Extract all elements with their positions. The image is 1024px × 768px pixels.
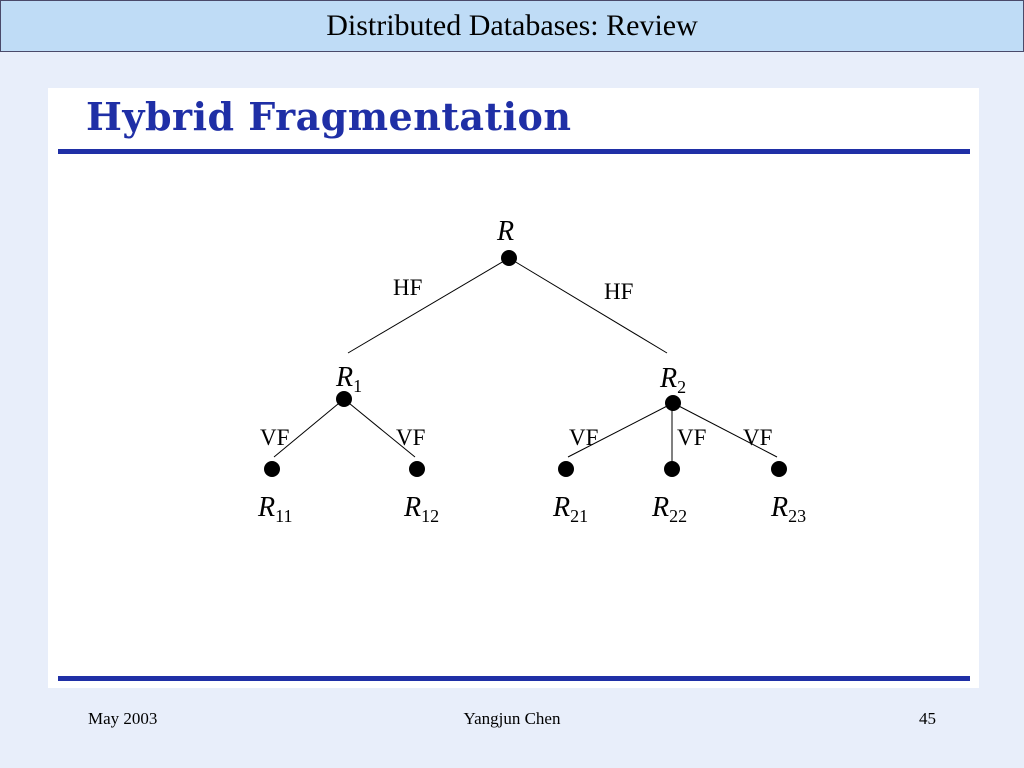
slide-title: Distributed Databases: Review [326,9,698,42]
edge-r-r2 [508,257,668,354]
node-r2-label: R2 [659,363,686,397]
edge-label-r2-r21: VF [569,425,598,450]
edge-r2-r21 [567,402,674,458]
footer-date: May 2003 [88,709,158,728]
edge-label-r1-r11: VF [260,425,289,450]
edge-label-r2-r22: VF [677,425,706,450]
bottom-rule [58,676,970,681]
edge-label-r1-r12: VF [396,425,425,450]
node-r2-dot [665,395,681,411]
node-r21-dot [558,461,574,477]
node-r11-dot [264,461,280,477]
node-r11-label: R11 [257,492,292,526]
node-r23-dot [771,461,787,477]
edge-r2-r23 [672,402,778,458]
edge-r1-r12 [343,398,416,458]
slide-header: Distributed Databases: Review [0,0,1024,52]
node-r-dot [501,250,517,266]
edge-r1-r11 [273,398,345,458]
node-r1-label: R1 [335,362,362,396]
edge-label-r2-r23: VF [743,425,772,450]
node-r1-dot [336,391,352,407]
footer-page-number: 45 [919,709,936,728]
edge-label-r-r1: HF [393,275,422,300]
node-r12-label: R12 [403,492,439,526]
node-r-label: R [496,216,514,247]
node-r21-label: R21 [552,492,588,526]
edge-label-r-r2: HF [604,279,633,304]
node-r12-dot [409,461,425,477]
node-r22-label: R22 [651,492,687,526]
footer-author: Yangjun Chen [463,709,561,728]
node-r23-label: R23 [770,492,806,526]
top-rule [58,149,970,154]
node-r22-dot [664,461,680,477]
panel-title: Hybrid Fragmentation [86,94,572,139]
edge-r-r1 [347,257,510,354]
